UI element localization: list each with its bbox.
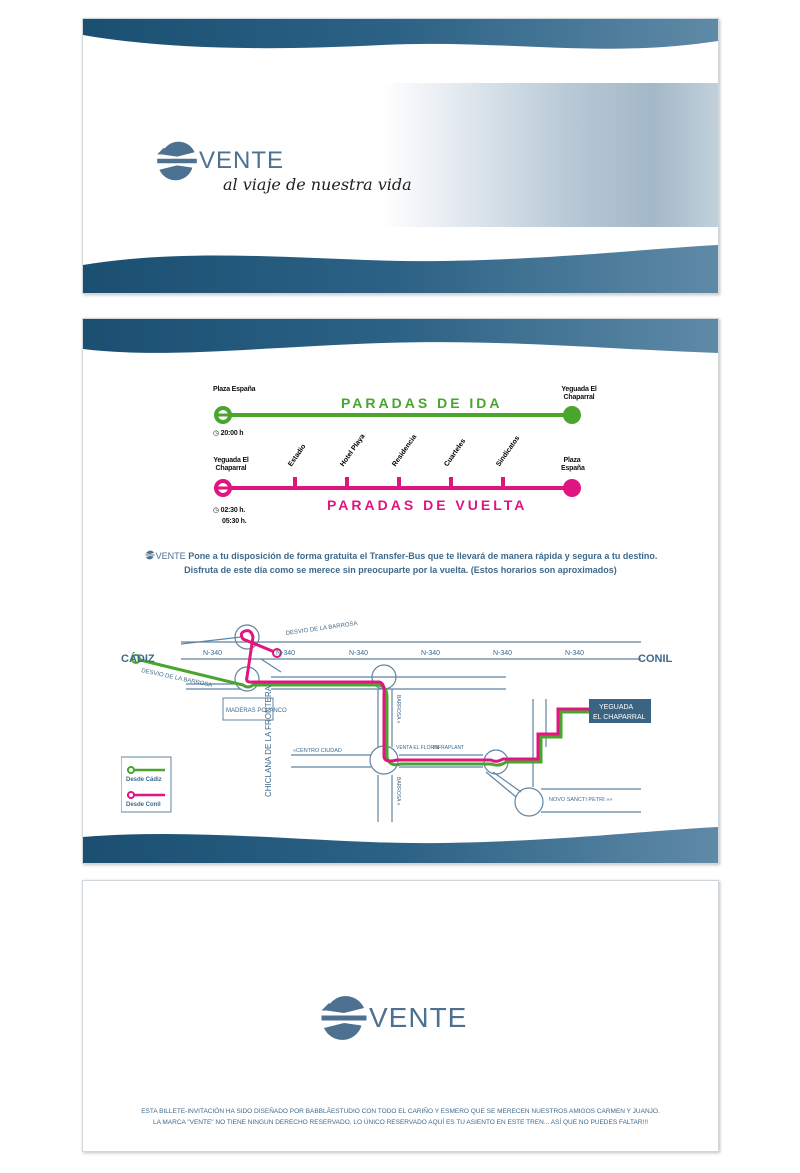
info-line-1: Pone a tu disposición de forma gratuita … (188, 551, 658, 561)
ida-time: ◷ 20:00 h (213, 430, 244, 438)
vuelta-line (214, 477, 581, 497)
vuelta-origin: Yeguada El Chaparral (213, 457, 249, 472)
route-from-cadiz (135, 657, 589, 767)
footer-line-2: LA MARCA "VENTE" NO TIENE NINGUN DERECHO… (153, 1119, 648, 1126)
road-label: N-340 (349, 650, 368, 657)
vente-logo: VENTE (319, 993, 467, 1043)
footer-line-1: ESTA BILLETE-INVITACIÓN HA SIDO DISEÑADO… (141, 1108, 660, 1115)
map-chiclana: CHICLANA DE LA FRONTERA (264, 685, 273, 797)
vente-logo-icon (144, 550, 156, 560)
road-label: N-340 (203, 650, 222, 657)
vente-logo-icon (319, 993, 369, 1043)
map-desvio-2: DESVIO DE LA BARROSA (141, 668, 213, 689)
ida-line (214, 406, 581, 424)
road-label: N-340 (276, 650, 295, 657)
ida-time-text: 20:00 h (220, 430, 244, 437)
road-label: N-340 (565, 650, 584, 657)
ida-origin: Plaza España (213, 386, 256, 393)
vuelta-stop: Hotel Playa (339, 433, 367, 468)
vente-logo-icon (155, 139, 199, 183)
vuelta-stop: Estadio (287, 443, 308, 468)
footer-text: ESTA BILLETE-INVITACIÓN HA SIDO DISEÑADO… (83, 1106, 718, 1128)
map-maderas: MADERAS POLANCO (226, 708, 287, 714)
bottom-wave (83, 827, 718, 863)
vuelta-title: PARADAS DE VUELTA (327, 497, 528, 513)
brand-name: VENTE (199, 147, 285, 174)
tagline: al viaje de nuestra vida (223, 175, 412, 194)
bottom-wave (83, 245, 718, 293)
brand-name: VENTE (369, 1002, 468, 1033)
map-barrosa-2: BARROSA » (395, 777, 401, 806)
map-sancti-petri: NOVO SANCTI PETRI »» (549, 797, 612, 803)
map-conil: CONIL (638, 653, 673, 665)
ida-title: PARADAS DE IDA (341, 395, 503, 411)
back-panel: VENTE ESTA BILLETE-INVITACIÓN HA SIDO DI… (82, 880, 719, 1152)
ida-destination: Yeguada El Chaparral (561, 386, 597, 401)
clock-icon: ◷ (213, 430, 221, 437)
clock-icon: ◷ (213, 507, 221, 514)
info-text: VENTE Pone a tu disposición de forma gra… (83, 549, 718, 577)
vuelta-stop: Sindicatos (495, 434, 522, 468)
vuelta-time: 02:30 h. (220, 507, 246, 514)
route-map: CÁDIZ CONIL N-340 N-340 N-340 N-340 N-34… (121, 621, 673, 822)
map-centro: «CENTRO CIUDAD (293, 748, 342, 754)
couple-photo (383, 83, 718, 227)
map-yeguada-2: EL CHAPARRAL (593, 714, 646, 721)
road-label: N-340 (421, 650, 440, 657)
cover-panel: VENTE al viaje de nuestra vida (82, 18, 719, 294)
route-from-conil (239, 629, 589, 763)
vente-logo: VENTE (155, 139, 284, 183)
road-label: N-340 (493, 650, 512, 657)
info-line-2: Disfruta de este día como se merece sin … (184, 565, 617, 575)
top-wave (83, 319, 718, 353)
legend-conil: Desde Conil (126, 802, 161, 808)
legend-cadiz: Desde Cádiz (126, 777, 162, 783)
top-wave (83, 19, 718, 49)
map-barrosa-1: BARROSA » (395, 695, 401, 724)
vuelta-destination: Plaza España (561, 457, 585, 472)
map-infraplant: INFRAPLANT (433, 745, 464, 751)
brand-name-inline: VENTE (155, 551, 186, 561)
map-cadiz: CÁDIZ (121, 652, 155, 665)
vuelta-times: ◷ 02:30 h. 05:30 h. (213, 505, 247, 527)
ida-destination-stop (563, 406, 581, 424)
vuelta-time: 05:30 h. (222, 518, 247, 525)
map-venta: VENTA EL FLORIN (396, 745, 439, 751)
vuelta-stop: Residencia (391, 433, 419, 468)
route-panel: Plaza España Yeguada El Chaparral PARADA… (82, 318, 719, 864)
map-yeguada-1: YEGUADA (599, 704, 634, 711)
map-desvio-1: DESVIO DE LA BARROSA (285, 621, 357, 637)
vuelta-stop: Cuarteles (443, 437, 468, 468)
